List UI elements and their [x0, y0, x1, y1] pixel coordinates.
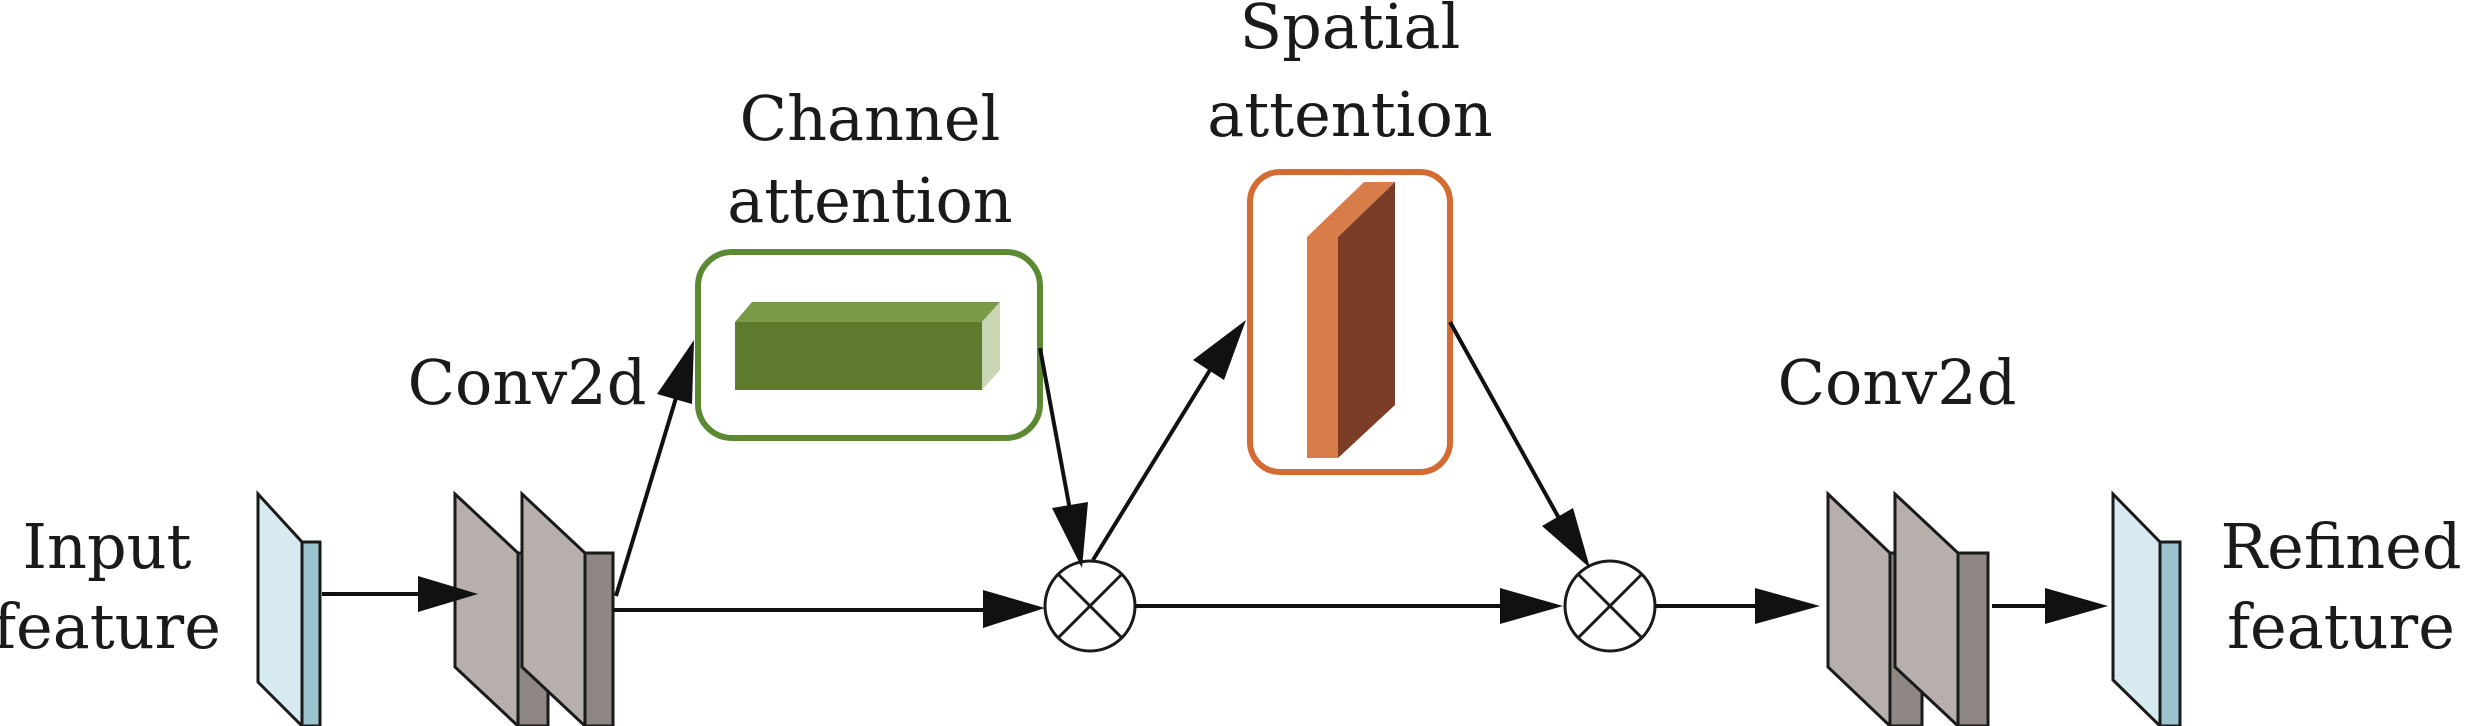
- spatial-attention-block-front: [1307, 237, 1338, 458]
- multiply-icon: [1563, 559, 1657, 653]
- edge-conv-to-channel-attention: [614, 340, 694, 597]
- conv-left-layer2-side: [583, 551, 615, 726]
- refined-feature-map: [2111, 490, 2182, 726]
- channel-attention-module: [695, 249, 1043, 441]
- input-feature-side: [300, 540, 322, 726]
- refined-feature-face: [2111, 490, 2162, 726]
- channel-attention-block-top: [735, 302, 1000, 322]
- conv-right-layer2-face: [1893, 490, 1960, 726]
- channel-attention-block-side: [982, 302, 1000, 390]
- channel-attention-label-line2: attention: [727, 164, 1012, 237]
- conv2d-left-label: Conv2d: [408, 346, 647, 419]
- refined-feature-side: [2158, 540, 2182, 726]
- spatial-attention-module: [1247, 169, 1453, 475]
- conv2d-left-block: [453, 490, 615, 726]
- multiply-icon: [1043, 559, 1137, 653]
- input-feature-label-line2: feature: [0, 590, 221, 663]
- input-feature-face: [256, 490, 304, 726]
- spatial-attention-block-top: [1307, 182, 1395, 237]
- spatial-attention-label-line1: Spatial: [1240, 0, 1461, 63]
- conv-left-layer2-face: [520, 490, 587, 726]
- refined-feature-label-line1: Refined: [2220, 510, 2461, 583]
- edge-channel-attention-to-multiply1: [1038, 347, 1088, 568]
- conv-right-layer1-face: [1826, 490, 1892, 726]
- channel-attention-label-line1: Channel: [740, 82, 1001, 155]
- spatial-attention-label-line2: attention: [1207, 78, 1492, 151]
- edge-input-to-conv: [322, 576, 478, 612]
- conv-right-layer2-side: [1956, 551, 1990, 726]
- conv2d-right-label: Conv2d: [1778, 346, 2017, 419]
- channel-attention-block-front: [735, 322, 982, 390]
- conv2d-right-block: [1826, 490, 1990, 726]
- refined-feature-label-line2: feature: [2227, 590, 2455, 663]
- edge-multiply1-to-multiply2: [1135, 588, 1563, 624]
- edge-multiply2-to-conv: [1655, 588, 1820, 624]
- conv-left-layer1-face: [453, 490, 520, 726]
- input-feature-map: [256, 490, 322, 726]
- edge-multiply1-to-spatial-attention: [1091, 320, 1246, 562]
- edge-spatial-attention-to-multiply2: [1448, 321, 1590, 568]
- spatial-attention-block-side: [1338, 182, 1395, 458]
- input-feature-label-line1: Input: [23, 510, 192, 583]
- edge-conv-to-multiply1: [614, 590, 1045, 628]
- edge-conv-to-refined: [1992, 588, 2108, 624]
